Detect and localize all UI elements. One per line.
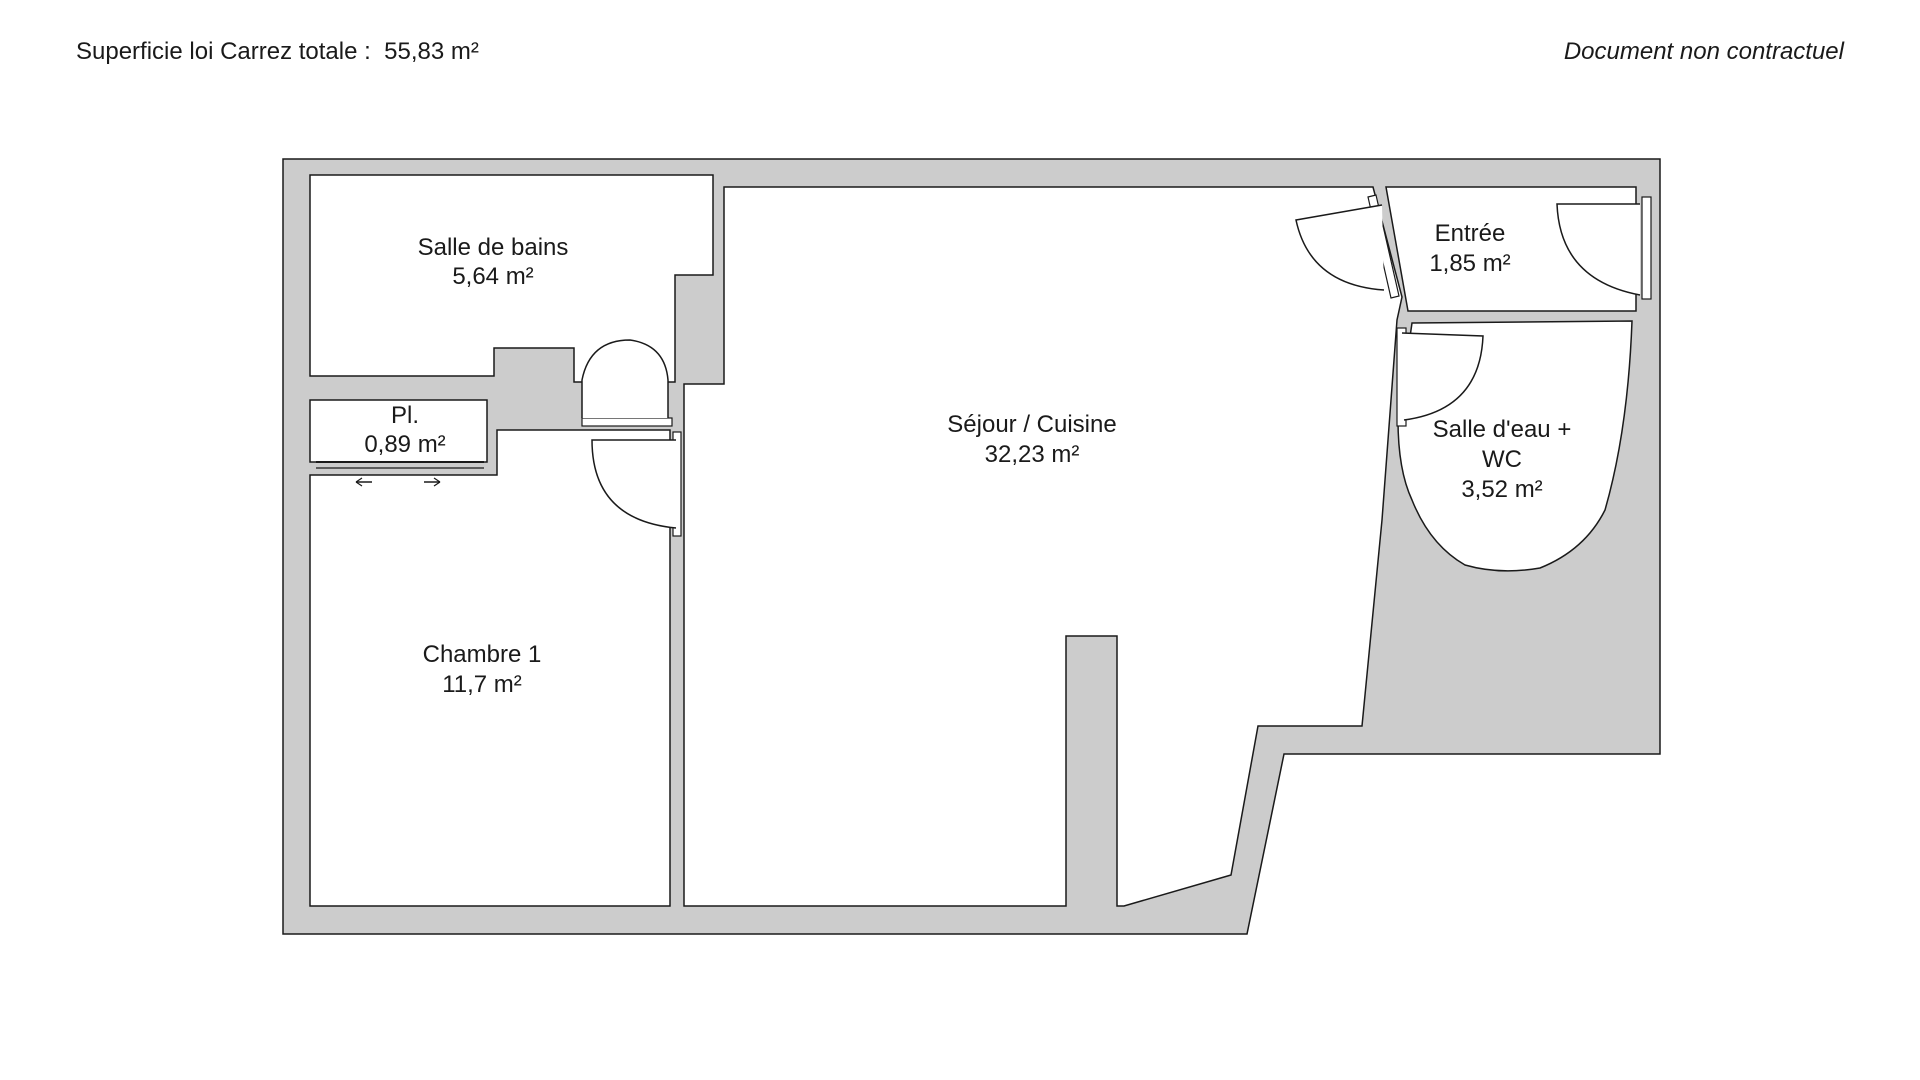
room-salle-de-bains	[309, 174, 714, 383]
door-sejour-entree	[1295, 194, 1400, 299]
room-chambre-1	[309, 429, 671, 907]
disclaimer-text: Document non contractuel	[1563, 38, 1844, 65]
label-chambre-1-name: Chambre 1	[423, 641, 542, 668]
label-salle-de-bains-name: Salle de bains	[418, 234, 569, 261]
label-chambre-1-area: 11,7 m²	[442, 671, 522, 698]
label-entree-name: Entrée	[1435, 220, 1506, 247]
label-sejour-cuisine-name: Séjour / Cuisine	[947, 411, 1116, 438]
label-placard-area: 0,89 m²	[364, 431, 445, 458]
label-entree-area: 1,85 m²	[1429, 250, 1510, 277]
label-salle-eau-name-line2: WC	[1482, 446, 1522, 473]
label-salle-eau-name-line1: Salle d'eau +	[1433, 416, 1572, 443]
door-salle-eau	[1396, 327, 1484, 427]
label-placard-name: Pl.	[391, 402, 419, 429]
placard-sliding-doors	[316, 461, 484, 487]
door-salle-de-bains	[581, 339, 673, 427]
door-chambre	[591, 431, 682, 537]
total-area-label: Superficie loi Carrez totale :	[76, 38, 371, 65]
total-area-text: Superficie loi Carrez totale : 55,83 m²	[76, 38, 479, 66]
room-sejour-cuisine	[683, 186, 1403, 907]
label-sejour-cuisine-area: 32,23 m²	[985, 441, 1080, 468]
room-placard	[309, 399, 488, 463]
door-front-entree	[1556, 196, 1652, 300]
label-salle-eau-area: 3,52 m²	[1461, 476, 1542, 503]
total-area-value: 55,83 m²	[384, 38, 479, 65]
label-salle-de-bains-area: 5,64 m²	[452, 263, 533, 290]
